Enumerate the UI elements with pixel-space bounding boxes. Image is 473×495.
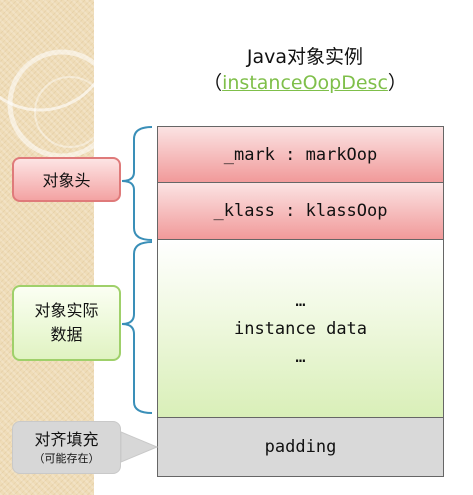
- padding-label-note: （可能存在）: [33, 451, 100, 465]
- instance-data-box: … instance data …: [157, 240, 444, 418]
- klass-pointer-box: _klass : klassOop: [157, 183, 444, 240]
- instance-oop-desc-link[interactable]: instanceOopDesc: [222, 72, 388, 94]
- instance-ellipsis-top: …: [295, 290, 306, 311]
- padding-label: 对齐填充 （可能存在）: [12, 421, 121, 474]
- instance-ellipsis-bottom: …: [295, 346, 306, 367]
- mark-word-box: _mark : markOop: [157, 126, 444, 183]
- instance-data-bracket: [121, 241, 153, 414]
- padding-pointer: [120, 431, 159, 463]
- diagram-subtitle: （instanceOopDesc）: [160, 68, 450, 95]
- instance-data-text: instance data: [233, 318, 368, 339]
- header-bracket: [121, 126, 153, 241]
- padding-box: padding: [157, 418, 444, 477]
- object-header-label: 对象头: [12, 157, 121, 202]
- instance-data-label: 对象实际 数据: [12, 285, 121, 361]
- diagram-title: Java对象实例: [246, 46, 364, 68]
- padding-label-main: 对齐填充: [34, 429, 99, 449]
- instance-data-label-line1: 对象实际: [34, 301, 99, 320]
- subtitle-open-paren: （: [203, 72, 223, 94]
- instance-data-label-line2: 数据: [50, 325, 83, 344]
- decorative-circles: [0, 0, 117, 159]
- subtitle-close-paren: ）: [387, 72, 407, 94]
